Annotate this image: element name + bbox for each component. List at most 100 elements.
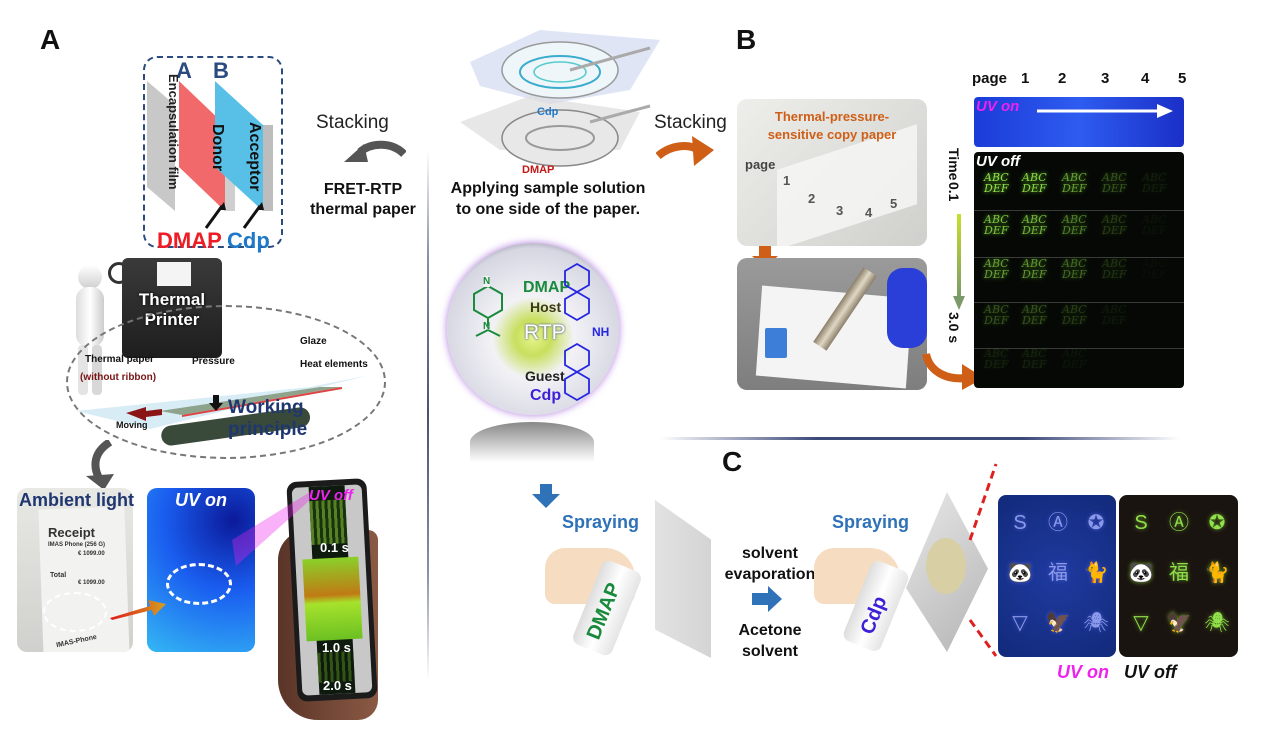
uv-on-strip [974, 97, 1184, 147]
page-number-2: 2 [808, 191, 816, 206]
arrows-to-layers [204, 202, 264, 229]
shield-eagle-icon: 🦅 [1045, 612, 1071, 634]
time-label-2: 2.0 s [323, 678, 352, 693]
uv-beam [232, 492, 310, 566]
qr-hidden-region [43, 592, 107, 632]
copy-paper-title: Thermal-pressure- sensitive copy paper [737, 108, 927, 144]
page-direction-arrow-icon [1037, 104, 1173, 118]
uv-on-label-b: UV on [976, 98, 1020, 115]
donor-layer [179, 81, 225, 211]
acceptor-layer [215, 81, 263, 211]
receipt-item: IMAS Phone (256 G) [48, 542, 106, 548]
curved-arrow-orange-icon [922, 352, 984, 390]
uv-on-label-a: UV on [175, 490, 227, 510]
dmap-n-top: N [483, 276, 491, 287]
spraying-label-2: Spraying [832, 512, 910, 532]
receipt-total: € 1099.00 [78, 580, 105, 586]
time-arrow-icon [953, 214, 965, 310]
avengers-logo-icon: Ⓐ [1169, 512, 1189, 534]
solvent-line-1: Acetone [738, 622, 802, 639]
qr-hidden-region-uv [166, 563, 232, 605]
layer-structure-callout [143, 56, 283, 248]
cat-icon: 🐈 [1083, 562, 1109, 584]
paper-sheet-c [655, 500, 711, 658]
panda-icon: 🐼 [1128, 562, 1154, 584]
guest-name: Cdp [530, 387, 562, 404]
layer-label-a: A [176, 58, 192, 83]
captain-america-shield-icon: ✪ [1208, 512, 1226, 534]
time-label-1: 1.0 s [322, 640, 351, 655]
curved-arrow-down-icon [86, 440, 114, 490]
curved-arrow-left-icon [344, 140, 406, 162]
superman-logo-icon: S [1013, 512, 1027, 534]
uv-off-label-b: UV off [976, 153, 1020, 170]
thermal-paper-label: Thermal paper [85, 354, 154, 365]
encapsulation-film-layer [147, 81, 175, 211]
arc-reactor-icon: ▽ [1012, 612, 1028, 634]
fu-character-icon: 福 [1169, 562, 1189, 584]
working-principle-title: Working principle [228, 397, 307, 441]
stacking-label-left: Stacking [316, 112, 389, 133]
without-ribbon-label: (without ribbon) [80, 372, 157, 383]
horizontal-divider [660, 437, 1180, 440]
curved-arrow-right-icon [656, 136, 714, 166]
working-line-2: principle [228, 419, 308, 440]
receipt-total-label: Total [50, 572, 67, 579]
caption-line-2: to one side of the paper. [455, 201, 641, 218]
dish-dmap-label: DMAP [522, 164, 555, 176]
acetone-solvent-label: Acetone solvent [710, 620, 830, 662]
page-label-photo: page [745, 157, 776, 172]
shield-eagle-icon: 🦅 [1166, 612, 1192, 634]
pressure-label: Pressure [192, 356, 235, 367]
encapsulation-film-label: Encapsulation film [166, 74, 181, 190]
uv-off-label-a: UV off [309, 487, 353, 504]
rtp-label: RTP [524, 321, 566, 344]
glaze-bar [160, 387, 342, 415]
working-line-1: Working [228, 397, 304, 418]
pressure-arrow-icon [209, 395, 223, 411]
pipette-top [569, 46, 651, 72]
superman-logo-icon: S [1134, 512, 1148, 534]
captain-america-shield-icon: ✪ [1087, 512, 1105, 534]
acceptor-label: Acceptor [246, 122, 263, 192]
guest-label: Guest [525, 368, 565, 384]
glaze-label: Glaze [300, 336, 327, 347]
time-axis-label: Time [946, 148, 962, 181]
page-number-4: 4 [865, 205, 873, 220]
paper-title-line-2: sensitive copy paper [767, 127, 897, 142]
page-number-3: 3 [836, 203, 844, 218]
donor-label: Donor [209, 124, 226, 172]
dish-cdp-label: Cdp [537, 106, 559, 118]
panel-letter-b: B [736, 24, 757, 55]
dmap-n-bottom: N [483, 321, 491, 332]
caption-line-1: Applying sample solution [450, 180, 646, 197]
dmap-label: DMAP [157, 228, 222, 253]
heat-elements-label: Heat elements [300, 359, 368, 370]
product-line-1: FRET-RTP [323, 181, 403, 198]
moving-label: Moving [116, 420, 148, 430]
working-principle-ellipse [66, 305, 386, 459]
paper-title-line-1: Thermal-pressure- [774, 109, 890, 124]
circle-reflection [470, 422, 594, 462]
avengers-logo-icon: Ⓐ [1048, 512, 1068, 534]
product-line-2: thermal paper [310, 201, 416, 218]
layer-label-b: B [213, 58, 229, 83]
grid-col-2: 2 [1058, 70, 1067, 87]
